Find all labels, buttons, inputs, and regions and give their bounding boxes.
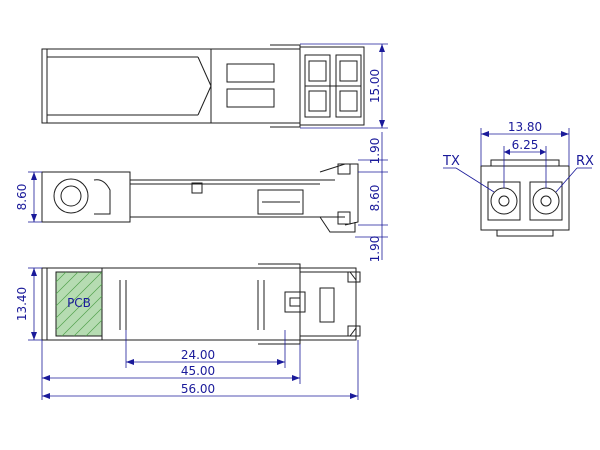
end-view-rx-ferrule xyxy=(540,195,552,207)
rx-label: RX xyxy=(576,154,594,169)
front-view-nose-tab-bottom xyxy=(337,211,351,225)
bottom-view-nose-tab-bottom xyxy=(347,325,361,337)
bottom-view xyxy=(41,263,361,345)
top-view-bevel-upper xyxy=(197,56,212,87)
bottom-view-nose-tab-top xyxy=(347,271,361,283)
top-view-slot-lower xyxy=(226,88,275,108)
end-view-top-lip xyxy=(490,159,560,167)
top-view-bevel-lower xyxy=(197,85,212,116)
dim-13-40-label: 13.40 xyxy=(15,287,29,321)
top-view-latch-frame xyxy=(270,44,301,128)
dim-24-label: 24.00 xyxy=(181,348,215,362)
front-view-nose-tab-top xyxy=(337,163,351,175)
top-view-ferrule-4 xyxy=(339,90,358,112)
dimension-arrows xyxy=(31,44,569,399)
dim-45-label: 45.00 xyxy=(181,364,215,378)
bottom-view-square-inner xyxy=(289,297,301,307)
top-view-ferrule-1 xyxy=(308,60,327,82)
dim-8-60-right-label: 8.60 xyxy=(368,185,382,212)
top-view-housing xyxy=(41,48,301,124)
dim-56-label: 56.00 xyxy=(181,382,215,396)
dim-1-90-top-label: 1.90 xyxy=(368,138,382,165)
dim-15-label: 15.00 xyxy=(368,69,382,103)
front-view-bail-outer xyxy=(53,178,89,214)
dimension-lines xyxy=(28,43,592,400)
top-view-end-cap xyxy=(41,48,48,124)
front-view-clip xyxy=(319,216,356,233)
front-view-cage xyxy=(41,171,131,223)
front-view xyxy=(41,163,359,233)
end-view xyxy=(480,159,570,237)
tx-label: TX xyxy=(442,154,460,169)
end-view-tx-ferrule xyxy=(498,195,510,207)
front-view-window xyxy=(191,182,203,194)
dim-8-60-left-label: 8.60 xyxy=(15,184,29,211)
top-view-connector xyxy=(299,46,365,126)
dim-1-90-bottom-label: 1.90 xyxy=(368,236,382,263)
top-view-ferrule-3 xyxy=(339,60,358,82)
top-view xyxy=(41,44,365,128)
end-view-tx-sleeve xyxy=(490,187,518,215)
pcb-hatch xyxy=(55,271,103,337)
front-view-bail-arm xyxy=(93,179,111,215)
end-view-rx-sleeve xyxy=(532,187,560,215)
front-view-latch xyxy=(257,189,304,215)
bottom-view-end-cap xyxy=(41,267,48,341)
top-view-ferrule-2 xyxy=(308,90,327,112)
bottom-view-nose xyxy=(300,271,357,337)
dim-6-25-label: 6.25 xyxy=(512,138,539,152)
front-view-bail-inner xyxy=(60,185,82,207)
end-view-bottom-lip xyxy=(496,229,554,237)
top-view-slot-upper xyxy=(226,63,275,83)
bottom-view-nose-slot xyxy=(319,287,335,323)
front-view-nose xyxy=(319,163,359,226)
pcb-label: PCB xyxy=(67,296,91,310)
bottom-view-square xyxy=(284,291,306,313)
dim-13-80-label: 13.80 xyxy=(508,120,542,134)
